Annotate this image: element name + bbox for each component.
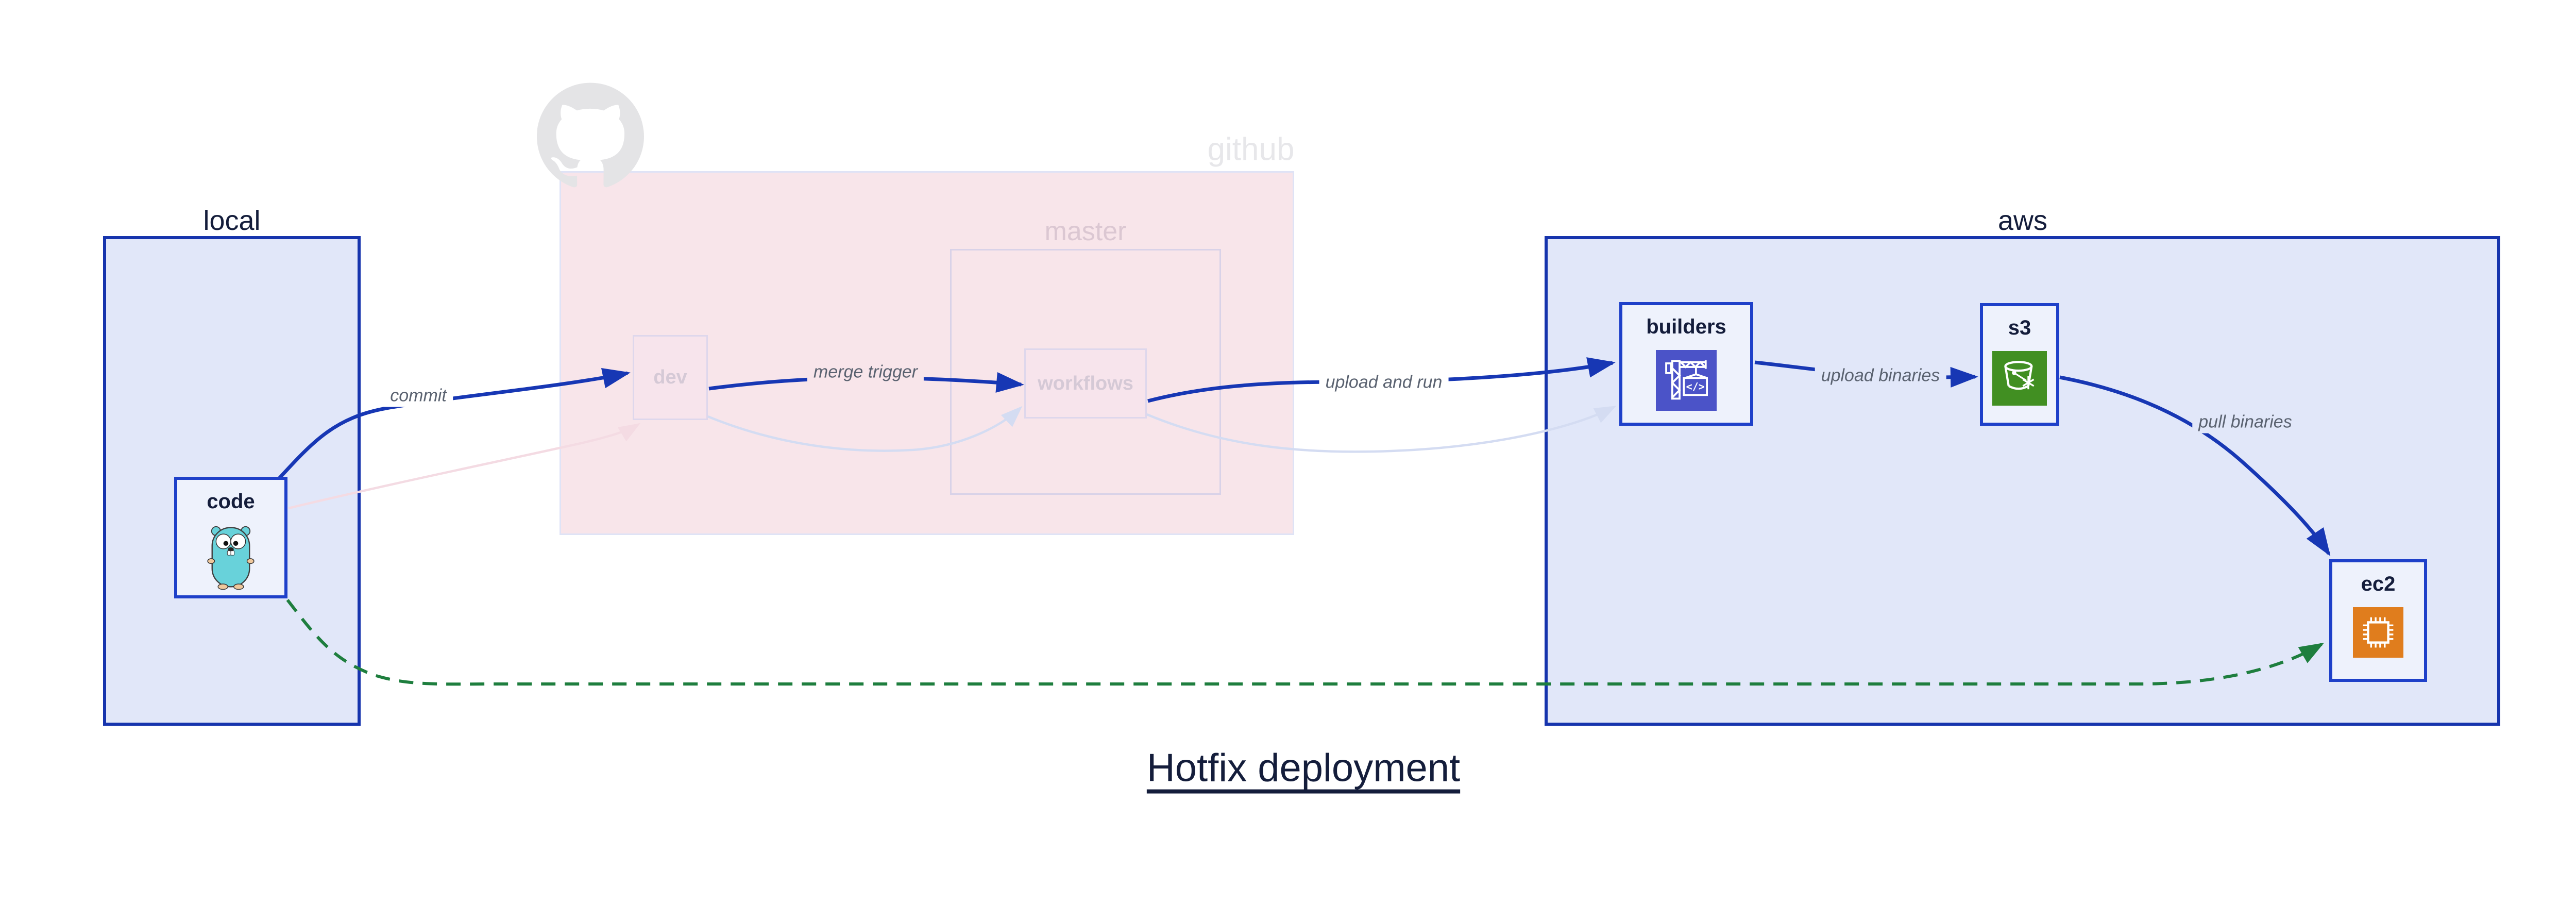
go-gopher-icon — [207, 526, 255, 590]
edge-label-merge-trigger: merge trigger — [807, 361, 924, 383]
codebuild-crane-icon: </> — [1656, 350, 1717, 411]
edge-label-upload-and-run: upload and run — [1319, 371, 1449, 394]
octocat-icon — [537, 82, 644, 188]
node-label-builders: builders — [1646, 315, 1726, 338]
region-label-local: local — [203, 205, 261, 236]
s3-bucket-icon — [1992, 351, 2047, 406]
edge-label-commit: commit — [384, 385, 453, 407]
edge-hotfix-dashed — [286, 599, 2325, 686]
node-label-code: code — [207, 490, 255, 513]
edge-commit — [277, 368, 631, 481]
region-label-github: github — [1207, 131, 1295, 168]
region-label-master: master — [1044, 216, 1127, 246]
node-label-workflows: workflows — [1038, 372, 1133, 394]
diagram-title: Hotfix deployment — [1146, 746, 1461, 790]
region-master — [950, 249, 1221, 495]
region-label-aws: aws — [1997, 205, 2048, 236]
node-dev: dev — [633, 335, 708, 420]
node-builders: builders </> — [1619, 302, 1753, 426]
svg-text:</>: </> — [1686, 380, 1705, 393]
node-ec2: ec2 — [2329, 559, 2427, 682]
edge-faded-code-to-dev — [288, 423, 641, 510]
node-workflows: workflows — [1024, 348, 1147, 419]
edge-faded-workflows-to-builders — [1146, 406, 1617, 453]
edge-label-upload-binaries: upload binaries — [1815, 364, 1946, 387]
node-s3: s3 — [1980, 303, 2059, 426]
edge-pull-binaries — [2059, 375, 2331, 556]
ec2-chip-icon — [2353, 607, 2403, 658]
node-label-dev: dev — [653, 366, 687, 388]
edge-faded-dev-to-workflows — [707, 406, 1023, 452]
edge-label-pull-binaries: pull binaries — [2192, 411, 2298, 433]
node-label-ec2: ec2 — [2361, 573, 2396, 595]
node-label-s3: s3 — [2008, 316, 2031, 339]
node-code: code — [174, 477, 287, 598]
